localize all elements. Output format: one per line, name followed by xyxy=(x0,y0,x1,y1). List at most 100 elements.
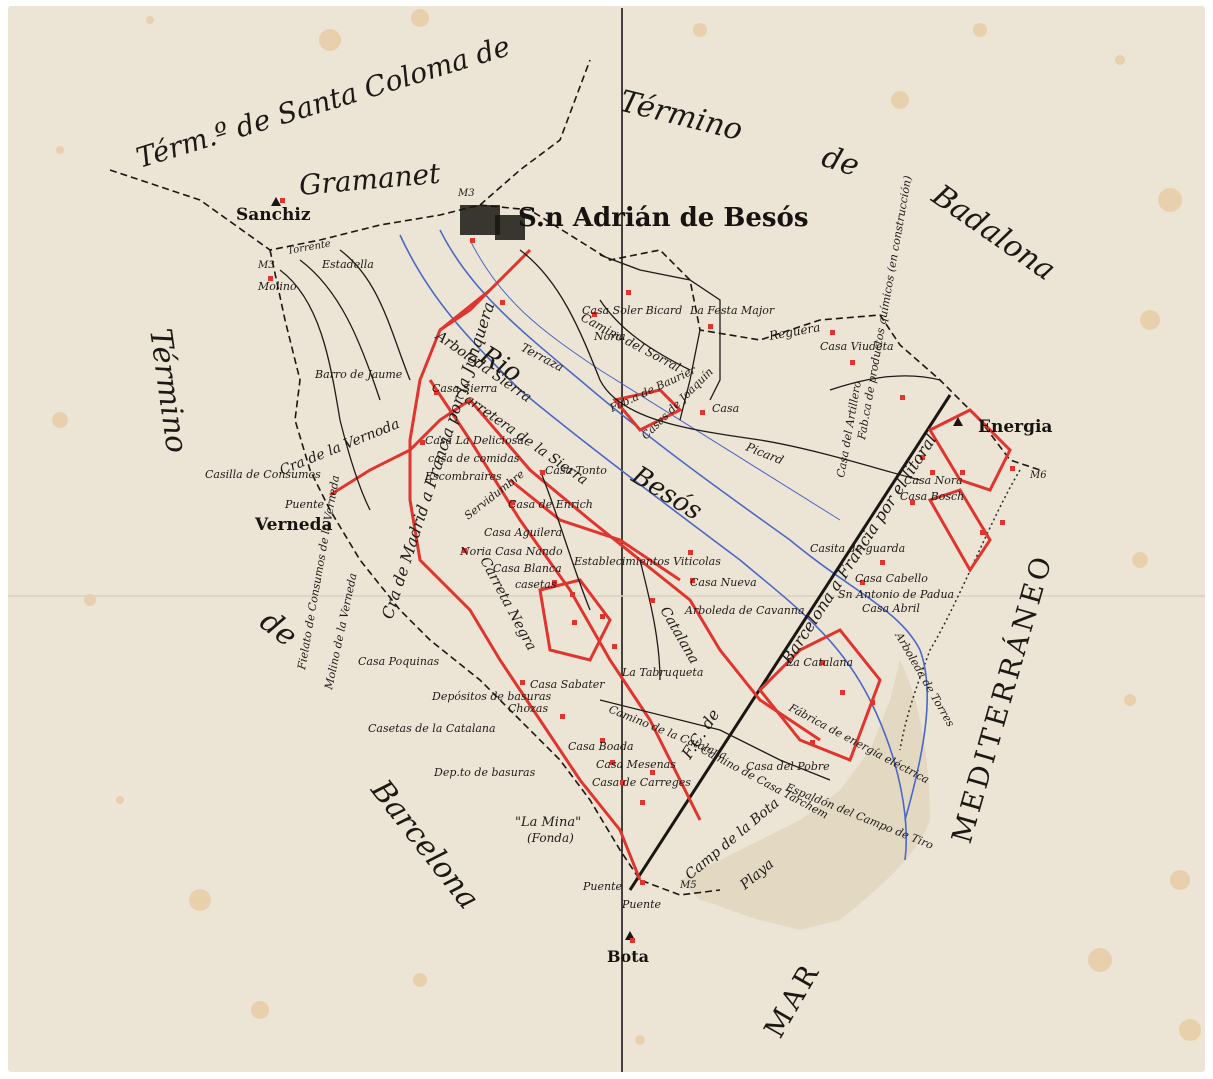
stain-spot xyxy=(693,23,707,37)
red-house xyxy=(930,470,935,475)
label-la-festa-major: La Festa Major xyxy=(689,304,775,317)
red-house xyxy=(630,938,635,943)
label-casa-nora: Casa Nora xyxy=(904,474,963,487)
red-house xyxy=(870,700,875,705)
label-establecimientos: Establecimientos Viticolas xyxy=(573,555,721,568)
label-dep-basuras: Dep.to de basuras xyxy=(433,766,536,779)
town-sant-adria-block xyxy=(460,205,525,240)
place-verneda: Verneda xyxy=(254,515,332,535)
roads-red xyxy=(329,248,1012,881)
place-puente-c: Puente xyxy=(284,498,325,511)
red-house xyxy=(830,330,835,335)
stain-spot xyxy=(891,91,909,109)
red-house xyxy=(920,455,925,460)
label-la-tabruqueta: La Tabruqueta xyxy=(621,666,703,679)
stain-spot xyxy=(1140,310,1160,330)
red-house xyxy=(810,740,815,745)
red-house xyxy=(850,360,855,365)
red-house xyxy=(612,644,617,649)
river-bank-north xyxy=(399,234,908,861)
red-buildings xyxy=(268,198,1015,943)
place-sant-adria: S.n Adrián de Besós xyxy=(518,203,809,233)
label-casa-mesenas: Casa Mesenas xyxy=(596,758,676,771)
label-casa-boada: Casa Boada xyxy=(568,740,634,753)
label-arboleda-cavanna: Arboleda de Cavanna xyxy=(684,604,805,617)
red-house xyxy=(552,580,557,585)
stain-spot xyxy=(319,29,341,51)
stain-spot xyxy=(189,889,211,911)
red-house xyxy=(570,592,575,597)
label-noria: Noria xyxy=(593,330,626,343)
stain-spot xyxy=(411,9,429,27)
red-house xyxy=(626,290,631,295)
red-house xyxy=(650,770,655,775)
tracks-black xyxy=(279,249,941,781)
red-house xyxy=(880,560,885,565)
label-sn-antonio: Sn Antonio de Padua xyxy=(838,588,954,601)
red-house xyxy=(840,690,845,695)
label-la-catalana: La Catalana xyxy=(785,656,853,669)
red-house xyxy=(860,580,865,585)
stain-spot xyxy=(1132,552,1148,568)
stain-spot xyxy=(1115,55,1125,65)
stain-spot xyxy=(52,412,68,428)
red-house xyxy=(708,324,713,329)
label-casa-sierra: Casa Sierra xyxy=(432,382,497,395)
stain-spot xyxy=(973,23,987,37)
red-house xyxy=(540,470,545,475)
label-casa-aguilera: Casa Aguilera xyxy=(484,526,562,539)
red-house xyxy=(960,470,965,475)
label-casetas-catalana: Casetas de la Catalana xyxy=(368,722,496,735)
label-casa-deliciosa: Casa La Deliciosa xyxy=(425,434,524,447)
label-barro-jaume: Barro de Jaume xyxy=(314,368,403,381)
stain-spot xyxy=(1179,1019,1201,1041)
red-house xyxy=(600,738,605,743)
label-estadella: Estadella xyxy=(321,258,374,271)
label-soler-bicard: Casa Soler Bicard xyxy=(582,304,682,317)
label-casa-enrich: Casa de Enrich xyxy=(508,498,593,511)
survey-points xyxy=(271,197,963,940)
red-house xyxy=(700,410,705,415)
marker-m5: M5 xyxy=(679,880,697,891)
red-house xyxy=(500,300,505,305)
place-energia: Energia xyxy=(978,417,1052,437)
red-house xyxy=(1000,520,1005,525)
label-molino: Molino xyxy=(257,280,297,293)
place-sanchiz: Sanchiz xyxy=(236,205,311,225)
stain-spot xyxy=(1124,694,1136,706)
label-chozas: Chozas xyxy=(508,702,548,715)
paper-stains xyxy=(52,9,1201,1045)
stain-spot xyxy=(1158,188,1182,212)
stain-spot xyxy=(146,16,154,24)
red-house xyxy=(688,550,693,555)
stain-spot xyxy=(635,1035,645,1045)
label-casa-pio: Casa xyxy=(712,402,739,415)
stain-spot xyxy=(84,594,96,606)
red-house xyxy=(600,614,605,619)
red-house xyxy=(690,578,695,583)
label-noria-nando: Noria Casa Nando xyxy=(459,545,563,558)
label-casa-comidas: casa de comidas xyxy=(428,452,520,465)
red-house xyxy=(620,780,625,785)
red-house xyxy=(268,276,273,281)
stain-spot xyxy=(251,1001,269,1019)
label-casa-guarda: Casita de guarda xyxy=(810,542,905,555)
red-house xyxy=(510,500,515,505)
place-puente-b: Puente xyxy=(621,898,662,911)
red-house xyxy=(592,312,597,317)
red-house xyxy=(650,598,655,603)
place-bota: Bota xyxy=(607,947,649,966)
red-house xyxy=(434,390,439,395)
label-casa-viudeta: Casa Viudeta xyxy=(820,340,894,353)
label-casa-carreges: Casa de Carreges xyxy=(592,776,691,789)
label-casa-sabater: Casa Sabater xyxy=(530,678,605,691)
label-casa-blanca: Casa Blanca xyxy=(493,562,562,575)
municipal-boundaries xyxy=(109,59,1041,896)
stain-spot xyxy=(1088,948,1112,972)
red-house xyxy=(560,714,565,719)
label-casa-bosch: Casa Bosch xyxy=(900,490,964,503)
label-casa-abril: Casa Abril xyxy=(862,602,920,615)
place-la-mina: "La Mina" xyxy=(515,815,581,830)
